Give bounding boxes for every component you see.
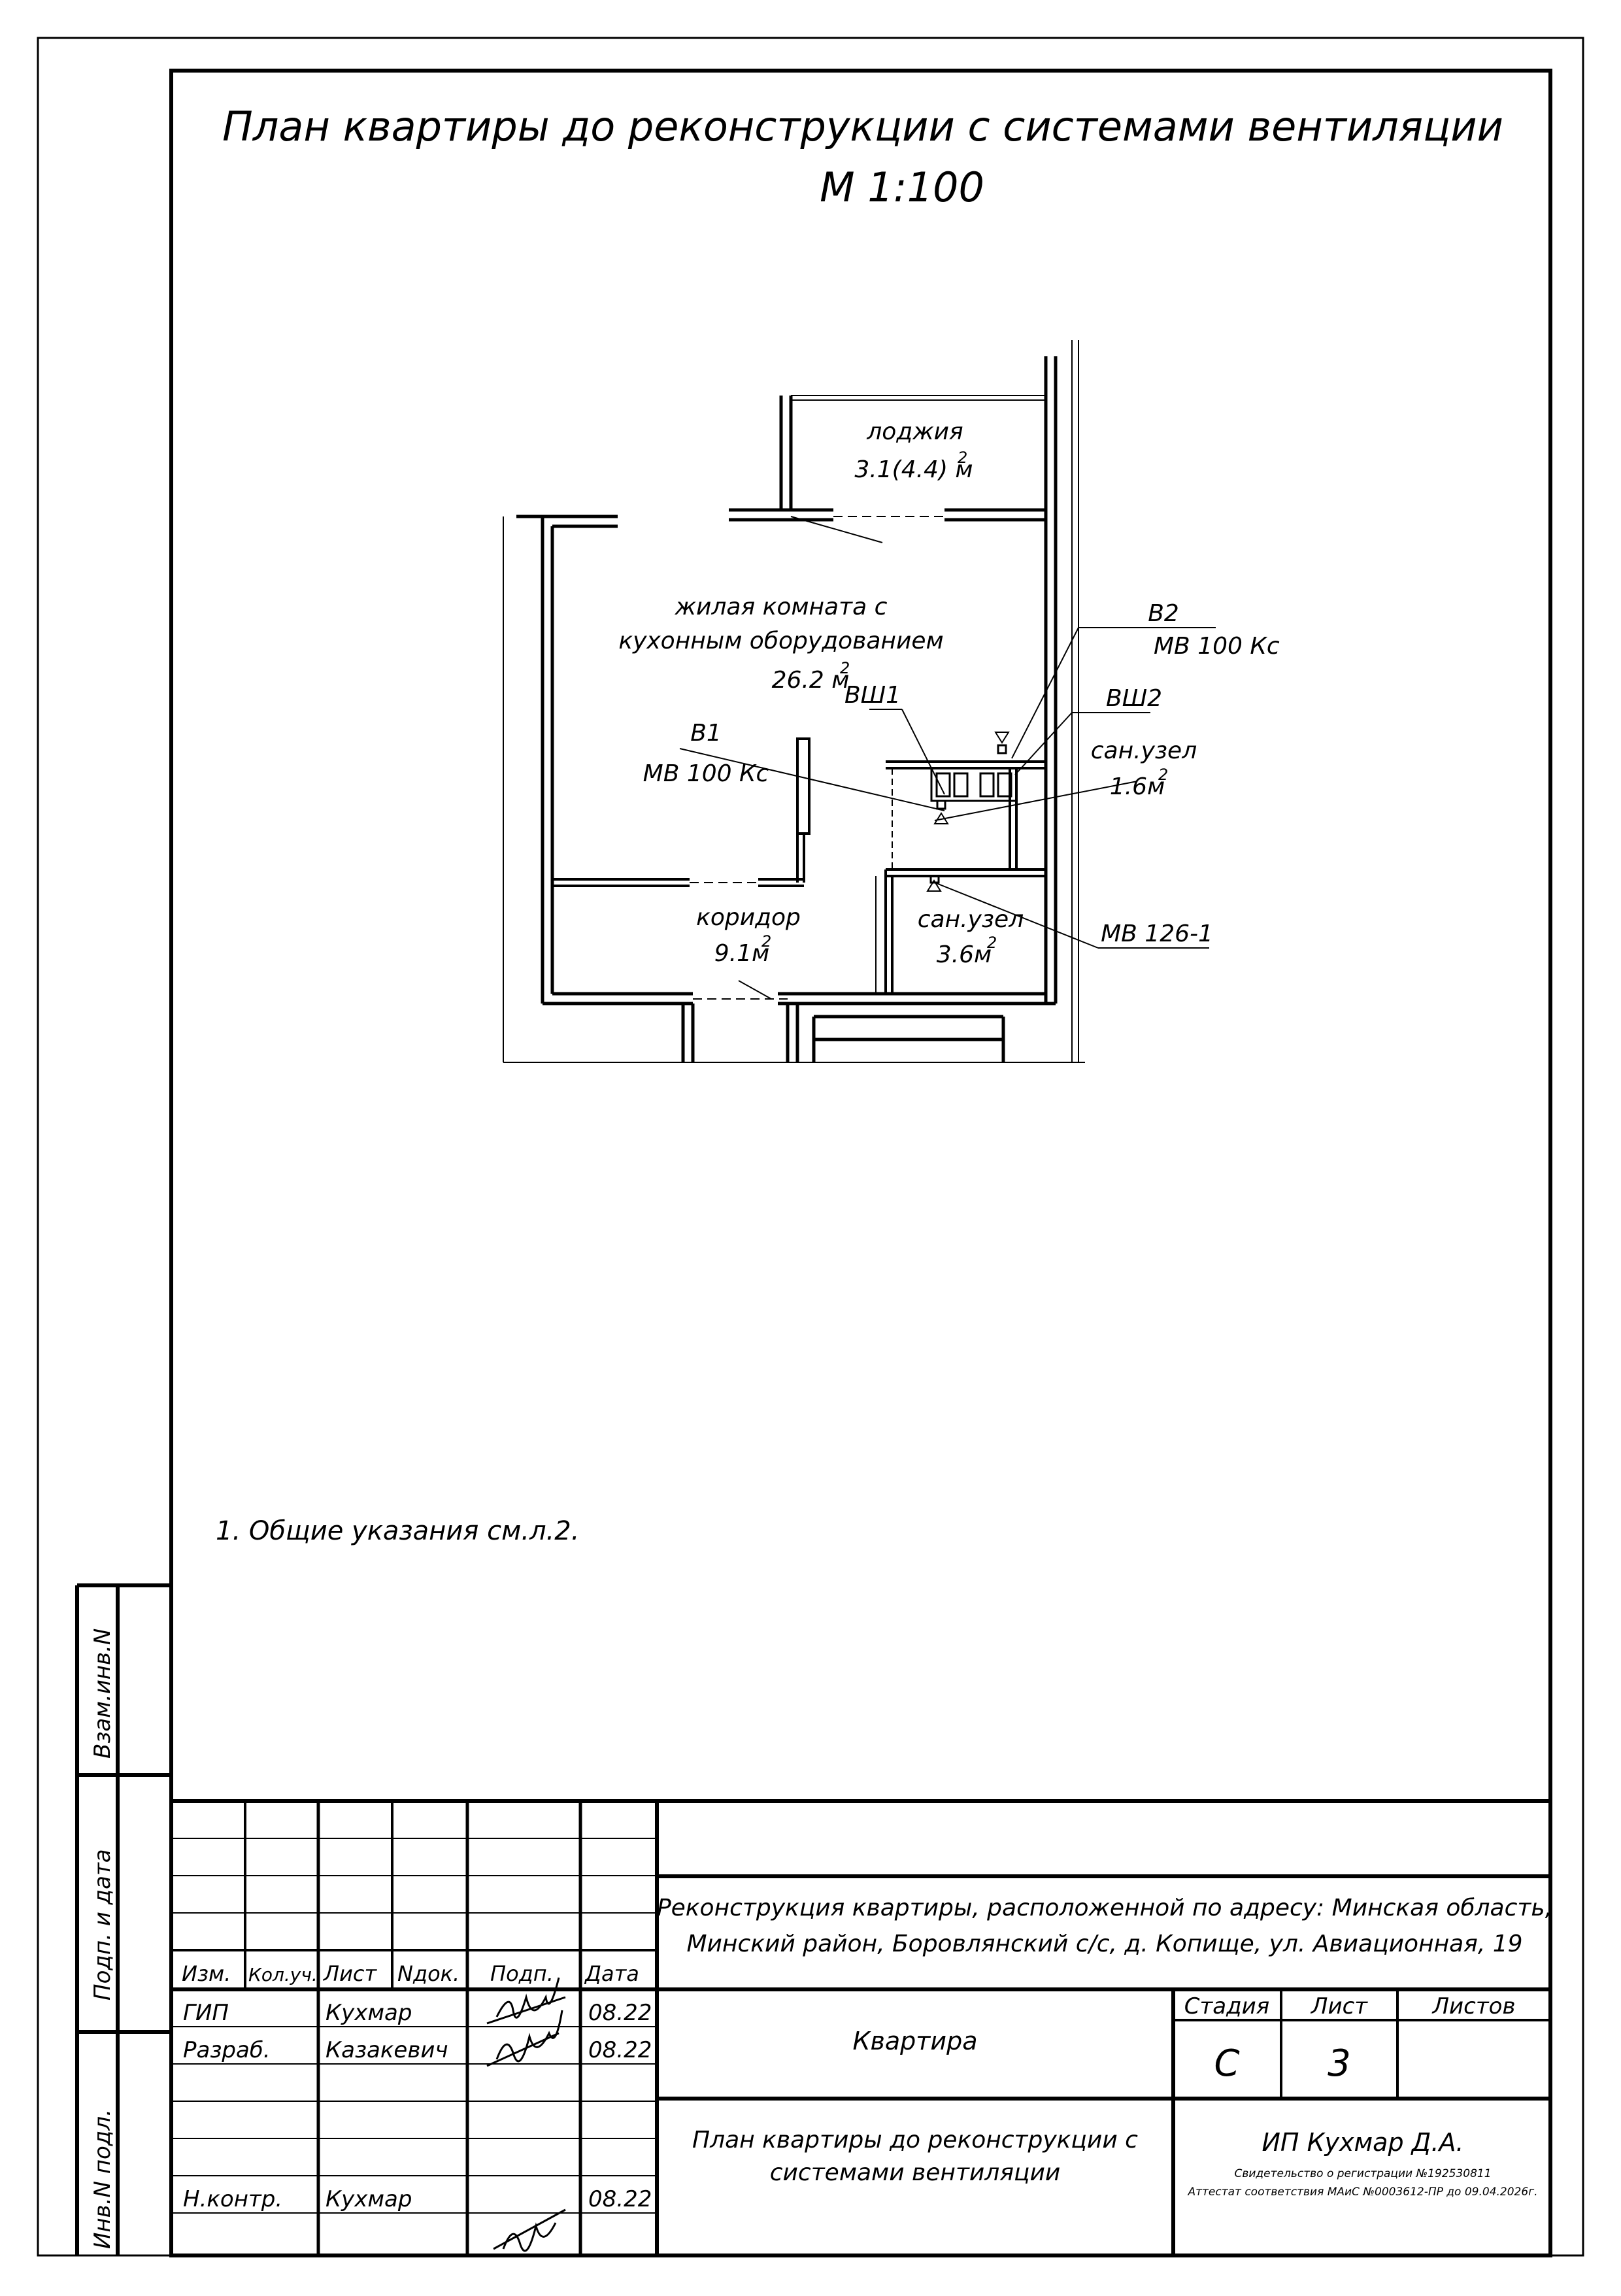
tb-header-kol: Кол.уч. bbox=[248, 1964, 318, 1985]
stamp-inv: Инв.N подл. bbox=[90, 2109, 116, 2249]
tb-row2-date: 08.22 bbox=[588, 2037, 652, 2063]
general-note: 1. Общие указания см.л.2. bbox=[216, 1516, 579, 1546]
stamp-podp: Подп. и дата bbox=[90, 1849, 116, 2001]
tb-row1-date: 08.22 bbox=[588, 2000, 652, 2026]
room-loggia-name: лоджия bbox=[866, 418, 963, 445]
tb-sheet: 3 bbox=[1328, 2042, 1351, 2085]
room-loggia-area-sup: 2 bbox=[958, 448, 967, 467]
room-bath2-area: 3.6м bbox=[937, 941, 992, 968]
tb-header-izm: Изм. bbox=[182, 1961, 231, 1986]
tb-header-ndok: Nдок. bbox=[397, 1961, 460, 1986]
room-bath1-area: 1.6м bbox=[1110, 773, 1165, 800]
room-bath2-name: сан.узел bbox=[918, 906, 1024, 933]
tb-sheet-title-line2: системами вентиляции bbox=[770, 2159, 1061, 2186]
tb-header-podp: Подп. bbox=[490, 1961, 554, 1986]
tb-org-reg: Свидетельство о регистрации №192530811 bbox=[1234, 2167, 1491, 2180]
tb-sheet-header: Лист bbox=[1310, 1993, 1368, 2019]
tb-header-list: Лист bbox=[323, 1961, 377, 1986]
side-stamp bbox=[75, 1583, 171, 2255]
tb-row3-role: Н.контр. bbox=[183, 2186, 282, 2212]
tb-row1-role: ГИП bbox=[183, 2000, 229, 2026]
label-b1: В1 bbox=[690, 720, 722, 747]
label-vsh1: ВШ1 bbox=[844, 682, 901, 709]
label-b2: В2 bbox=[1148, 600, 1179, 627]
room-bath1-area-sup: 2 bbox=[1158, 766, 1168, 784]
room-living-line1: жилая комната с bbox=[675, 594, 888, 620]
tb-row3-date: 08.22 bbox=[588, 2186, 652, 2212]
stamp-vzam: Взам.инв.N bbox=[90, 1629, 116, 1759]
sheet-frame bbox=[37, 37, 1584, 2257]
tb-stage: С bbox=[1214, 2042, 1239, 2085]
room-corridor-name: коридор bbox=[696, 904, 801, 931]
title-block bbox=[171, 1799, 1550, 2255]
room-living-line2: кухонным оборудованием bbox=[618, 628, 943, 654]
room-bath2-area-sup: 2 bbox=[987, 934, 997, 952]
room-corridor-area: 9.1м bbox=[714, 940, 769, 967]
tb-row1-name: Кухмар bbox=[326, 2000, 412, 2026]
drawing-scale: М 1:100 bbox=[820, 163, 984, 211]
drawing-title: План квартиры до реконструкции с система… bbox=[222, 103, 1503, 150]
tb-stage-header: Стадия bbox=[1184, 1993, 1269, 2019]
signatures bbox=[486, 1977, 566, 2252]
room-living-area-sup: 2 bbox=[840, 659, 850, 677]
room-bath1-name: сан.узел bbox=[1091, 737, 1197, 764]
room-loggia-area: 3.1(4.4) м bbox=[854, 456, 973, 483]
label-mv126: МВ 126-1 bbox=[1101, 920, 1213, 947]
tb-sheet-title-line1: План квартиры до реконструкции с bbox=[692, 2127, 1138, 2153]
tb-project-line1: Реконструкция квартиры, расположенной по… bbox=[657, 1895, 1552, 1921]
tb-project-line2: Минский район, Боровлянский с/с, д. Копи… bbox=[686, 1931, 1522, 1957]
tb-row2-name: Казакевич bbox=[326, 2037, 448, 2063]
label-b2-valve: МВ 100 Кс bbox=[1154, 633, 1280, 660]
tb-header-date: Дата bbox=[584, 1961, 639, 1986]
label-b1-valve: МВ 100 Кс bbox=[643, 760, 769, 787]
label-vsh2: ВШ2 bbox=[1106, 685, 1162, 712]
room-living-area: 26.2 м bbox=[772, 667, 850, 694]
room-corridor-area-sup: 2 bbox=[761, 932, 771, 951]
tb-org-att: Аттестат соответствия МАиС №0003612-ПР д… bbox=[1187, 2186, 1537, 2199]
tb-org: ИП Кухмар Д.А. bbox=[1262, 2128, 1463, 2157]
tb-row3-name: Кухмар bbox=[326, 2186, 412, 2212]
tb-object: Квартира bbox=[852, 2027, 977, 2055]
tb-row2-role: Разраб. bbox=[183, 2037, 271, 2063]
tb-sheets-header: Листов bbox=[1431, 1993, 1515, 2019]
floor-plan bbox=[503, 340, 1216, 1063]
